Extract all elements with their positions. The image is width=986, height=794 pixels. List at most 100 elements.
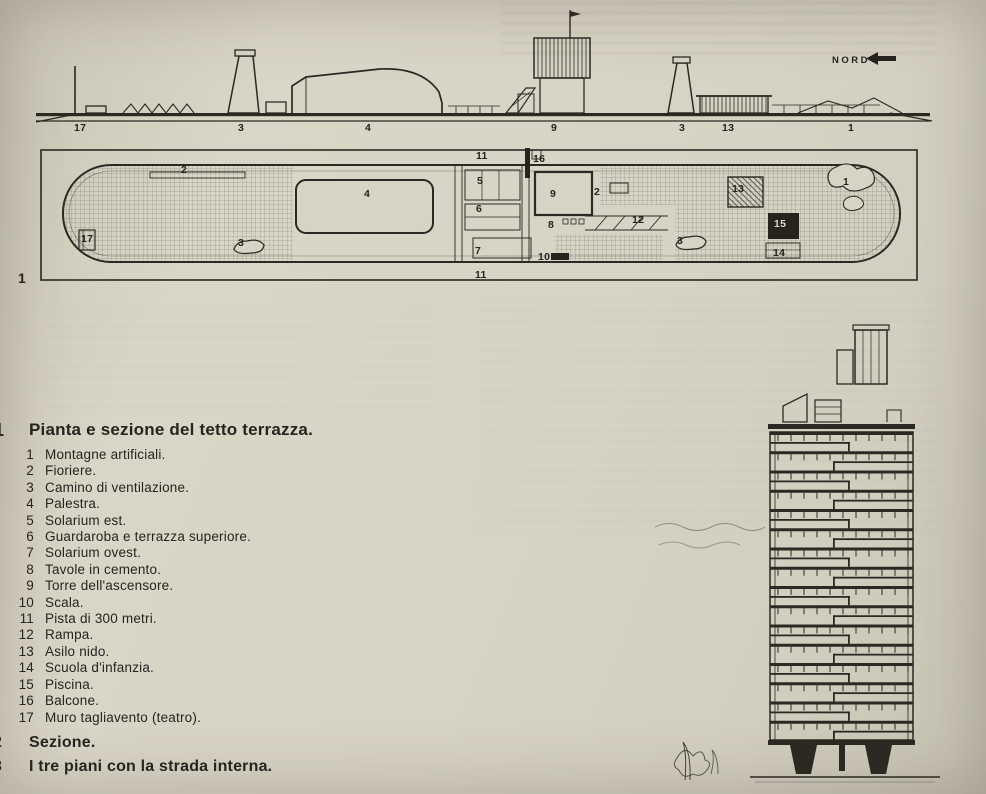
plan-callout: 5 [477,175,484,187]
planters-section [122,103,195,114]
legend-item-number: 3 [26,479,34,495]
piloti-right [865,745,892,774]
tree-sketch [682,741,691,781]
plan-callout: 9 [550,188,557,200]
legend-item-label: Camino di ventilazione. [45,479,190,495]
legend-item-number: 10 [18,594,34,610]
elevator-tower-plan [533,170,594,217]
ramp-plan [585,215,668,231]
plan-callout: 16 [533,153,546,165]
plan-callout: 11 [475,269,487,281]
section-callout: 9 [551,122,558,134]
legend-item-label: Solarium est. [45,512,127,528]
legend-item-number: 6 [26,529,34,545]
roof-plan-drawing [40,148,918,281]
legend-item-number: 16 [18,693,34,709]
legend-item-label: Balcone. [45,693,100,709]
caption-label: Sezione. [29,734,96,751]
plan-callout: 12 [632,214,645,226]
plan-callout: 17 [81,233,94,245]
plan-callout: 7 [475,245,482,257]
legend-item-number: 12 [18,627,34,643]
plan-callout: 15 [774,218,787,230]
concrete-table [562,218,569,225]
roof-parapet-slab [768,424,915,429]
legend-item-number: 13 [18,643,34,659]
roof-section-drawing: NORD [35,10,933,123]
legend-item-label: Palestra. [45,496,101,512]
legend-item-number: 14 [18,660,34,676]
legend-item: 2 Fioriere. [0,463,480,479]
caption-figure-number: 2 [0,733,2,753]
roof-stack-small [836,349,854,385]
caption-figure-number: 3 [0,757,2,777]
artificial-mountains-section [797,97,903,114]
legend-item-number: 5 [26,512,34,528]
building-section-drawing [655,324,940,783]
plan-callout: 3 [677,235,684,247]
legend-item-number: 2 [26,463,34,479]
elevator-tower-section [533,37,591,79]
concrete-table [570,218,577,225]
legend-item: 16 Balcone. [0,693,480,709]
artificial-mountains-plan [827,163,876,192]
gymnasium-plan [295,179,434,234]
legend-item-label: Asilo nido. [45,643,110,659]
legend-item-number: 15 [18,676,34,692]
plan-callout: 3 [238,237,245,249]
plan-callout: 6 [476,203,483,215]
figure-legend: 1 Pianta e sezione del tetto terrazza. 1… [0,420,480,726]
figure-caption: 2 Sezione. [0,733,480,753]
legend-item-label: Piscina. [45,676,94,692]
legend-item-label: Fioriere. [45,463,97,479]
plan-callout: 11 [476,150,488,162]
legend-item: 15 Piscina. [0,677,480,693]
running-track-outline [62,164,901,263]
nursery-section [699,95,769,114]
plan-frame [40,149,918,281]
solarium-west-rooms [472,237,532,259]
caption-label: I tre piani con la strada interna. [29,758,273,775]
legend-item-label: Muro tagliavento (teatro). [45,709,202,725]
legend-item-label: Torre dell'ascensore. [45,578,174,594]
ventilation-stack-east [667,62,695,114]
planter-box [609,182,629,194]
plan-callout: 8 [548,219,555,231]
legend-item-label: Tavole in cemento. [45,561,162,577]
north-arrow-icon [866,52,896,65]
base-slab [768,740,915,745]
plan-callout: 4 [364,188,371,200]
plan-callout: 1 [843,176,850,188]
ramp-section [504,87,537,114]
plan-callout: 13 [732,183,745,195]
legend-item-number: 11 [19,611,34,627]
nursery-plan [727,176,764,208]
legend-item: 3 Camino di ventilazione. [0,480,480,496]
legend-item: 13 Asilo nido. [0,644,480,660]
section-callout: 3 [679,122,686,134]
plan-callout: 2 [594,186,601,198]
section-callout: 17 [74,122,87,134]
legend-item-label: Guardaroba e terrazza superiore. [45,529,252,545]
section-callout: 4 [365,122,372,134]
gymnasium-section [291,68,443,113]
legend-item-label: Montagne artificiali. [45,447,166,462]
landscape-line [658,541,741,549]
tree-sketch [674,750,710,777]
legend-item-label: Solarium ovest. [45,545,142,561]
plan-callout: 2 [181,164,188,176]
landscape-line [655,523,766,531]
pool-plan [768,213,799,239]
figure-caption: 3 I tre piani con la strada interna. [0,757,480,777]
section-callout: 3 [238,122,245,134]
roof-ramp-form [782,392,808,423]
balcony-plan [525,148,530,178]
